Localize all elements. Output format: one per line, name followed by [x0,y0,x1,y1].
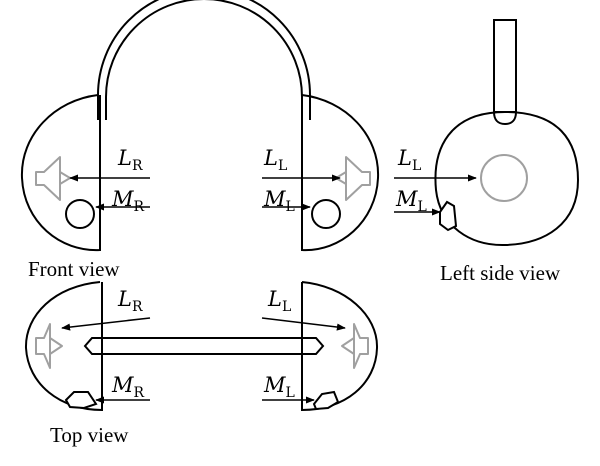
mic-right-icon [65,199,95,229]
label-ll-top: LL [267,287,291,315]
top-headband [83,337,325,355]
speaker-left-icon [335,156,371,201]
label-lr-top: LR [117,287,143,315]
caption-left-side-view: Left side view [440,261,561,285]
top-mic-right-icon [64,391,98,410]
caption-front-view: Front view [28,257,120,281]
side-mic-icon [439,200,458,232]
caption-top-view: Top view [50,423,129,447]
arrow-ll-top [261,317,346,331]
label-mr-top: MR [111,373,145,401]
headband-inner [105,0,303,120]
speaker-right-icon [35,156,71,201]
side-speaker-icon [480,154,528,202]
top-speaker-right-icon [35,323,63,369]
side-ear-cup [434,110,580,247]
side-headband [493,19,517,113]
mic-left-icon [311,199,341,229]
label-mr-front: MR [111,187,145,215]
top-mic-left-icon [312,390,340,411]
label-ml-top: ML [263,373,295,401]
label-ll-side: LL [397,146,421,174]
arrow-lr-top [61,317,151,331]
front-view: LR MR LL ML Front view [20,0,380,281]
top-view: LR MR LL ML Top view [24,281,379,447]
left-side-view: LL ML Left side view [394,19,580,285]
right-ear-cup [20,94,101,252]
label-lr-front: LR [117,146,143,174]
headband-outer [97,0,311,120]
top-speaker-left-icon [341,323,369,369]
label-ml-front: ML [263,187,295,215]
label-ml-side: ML [395,187,427,215]
left-ear-cup [301,94,380,252]
side-stem-join [493,111,517,126]
label-ll-front: LL [263,146,287,174]
